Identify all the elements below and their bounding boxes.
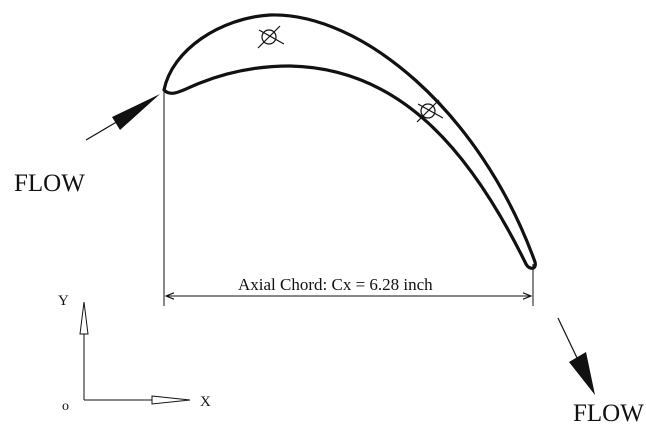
coordinate-axes — [79, 301, 191, 405]
axial-chord-label: Axial Chord: Cx = 6.28 inch — [238, 275, 433, 294]
blade-profile — [162, 13, 537, 270]
centroid-marker-1 — [257, 25, 285, 49]
centroid-marker-2 — [416, 99, 444, 123]
flow-out-label: FLOW — [573, 400, 644, 427]
flow-in-label: FLOW — [14, 170, 85, 197]
axis-y-label: Y — [58, 293, 69, 309]
axis-x-label: X — [200, 394, 211, 410]
flow-out-arrow — [557, 317, 595, 395]
origin-label: o — [62, 399, 69, 414]
flow-in-arrow — [85, 94, 160, 141]
